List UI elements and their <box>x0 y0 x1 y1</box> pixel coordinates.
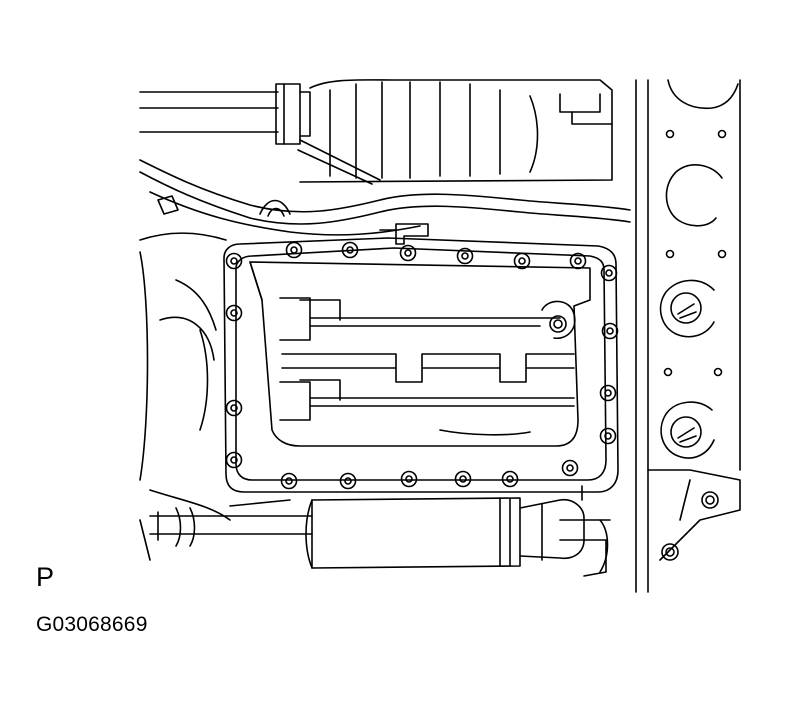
case-edge <box>635 79 741 593</box>
bolt <box>601 322 619 340</box>
bolt <box>285 241 303 259</box>
bolt <box>280 472 298 490</box>
bolt <box>456 247 474 265</box>
bolt <box>599 384 617 402</box>
lower-assembly <box>149 485 611 577</box>
bolt <box>599 427 617 445</box>
bolt <box>513 252 531 270</box>
bolt <box>399 244 417 262</box>
bolt <box>225 399 243 417</box>
oil-pan <box>223 237 619 493</box>
bolt <box>400 470 418 488</box>
bolt <box>561 459 579 477</box>
bolt <box>501 470 519 488</box>
figure-code: G03068669 <box>36 613 148 636</box>
bolt <box>225 451 243 469</box>
bolt <box>600 264 618 282</box>
bolt <box>454 470 472 488</box>
bolt <box>341 241 359 259</box>
bolt <box>225 252 243 270</box>
view-letter: P <box>36 562 55 592</box>
bolt <box>339 472 357 490</box>
upper-assembly <box>139 79 631 561</box>
bolt <box>569 252 587 270</box>
bolt <box>225 304 243 322</box>
pan-bolts <box>225 241 619 490</box>
